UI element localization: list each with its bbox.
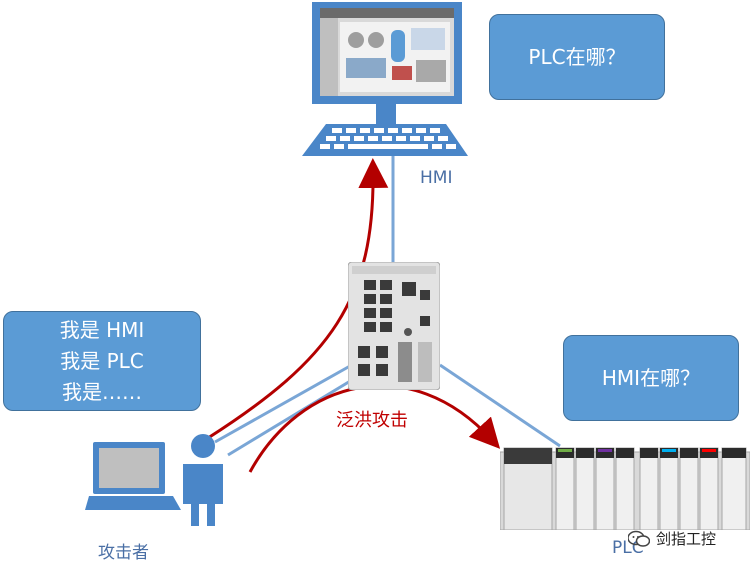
watermark-text: 剑指工控 bbox=[656, 530, 717, 548]
attacker-claims-bubble: 我是 HMI 我是 PLC 我是…… bbox=[3, 311, 201, 411]
switch-device-icon bbox=[347, 261, 441, 391]
link-attacker-switch bbox=[214, 364, 351, 444]
plc-question-bubble: PLC在哪？ bbox=[489, 14, 665, 100]
attacker-label: 攻击者 bbox=[98, 543, 149, 563]
attack-arrow-to-hmi bbox=[207, 158, 389, 440]
hmi-question-bubble: HMI在哪？ bbox=[563, 335, 739, 421]
attacker-laptop-person-icon bbox=[85, 434, 223, 526]
wechat-icon bbox=[628, 530, 650, 547]
claim-other: 我是…… bbox=[62, 379, 142, 404]
link-attacker-switch-2 bbox=[227, 378, 353, 457]
plc-rack bbox=[499, 444, 751, 531]
flood-attack-label: 泛洪攻击 bbox=[336, 410, 408, 431]
network-switch bbox=[347, 261, 441, 391]
hmi-monitor-icon bbox=[302, 2, 468, 156]
attacker-figure bbox=[85, 430, 235, 530]
plc-rack-icon bbox=[499, 447, 751, 531]
hmi-question-text: HMI在哪？ bbox=[601, 365, 701, 390]
claim-hmi: 我是 HMI bbox=[59, 317, 145, 342]
hmi-computer bbox=[296, 0, 476, 160]
plc-label: PLC bbox=[612, 538, 644, 558]
claim-plc: 我是 PLC bbox=[60, 348, 144, 373]
link-switch-plc bbox=[439, 363, 561, 448]
hmi-label: HMI bbox=[420, 168, 453, 188]
watermark: 剑指工控 bbox=[628, 528, 716, 549]
plc-question-text: PLC在哪？ bbox=[528, 44, 626, 69]
